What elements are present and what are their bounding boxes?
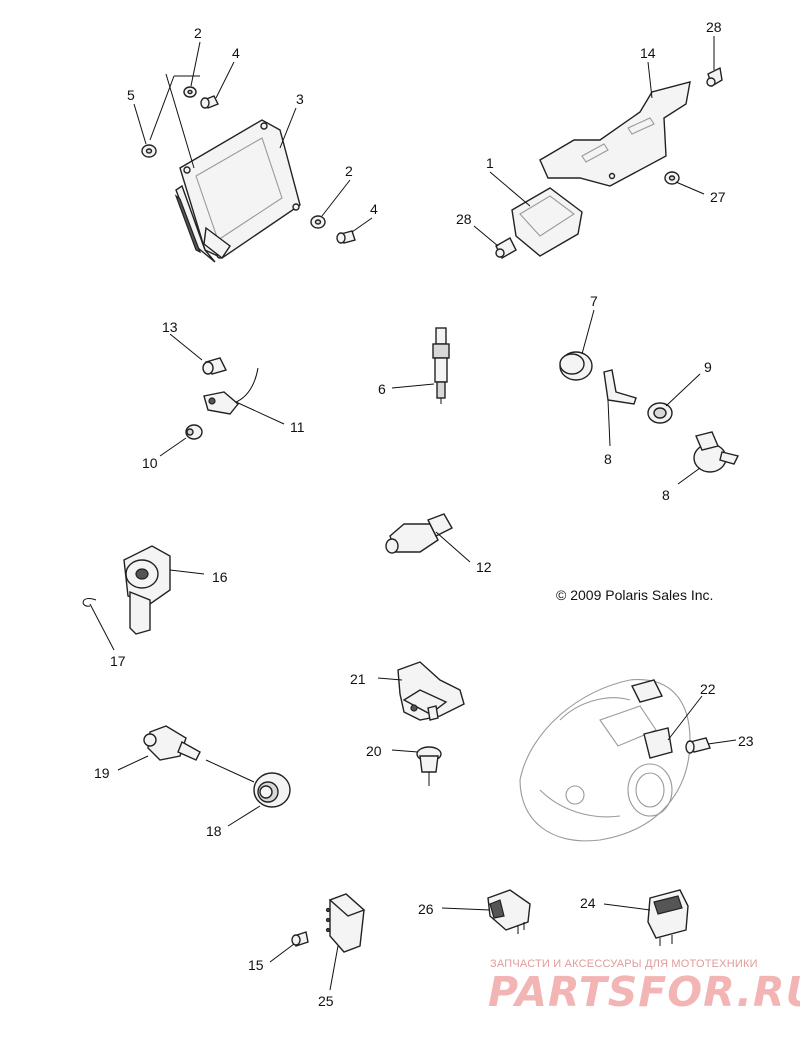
callout-20: 20 bbox=[366, 743, 382, 759]
callout-17: 17 bbox=[110, 653, 126, 669]
callout-4-right: 4 bbox=[370, 201, 378, 217]
screw-23 bbox=[685, 737, 711, 754]
cap-7 bbox=[559, 351, 593, 381]
switch-24 bbox=[647, 889, 689, 946]
screw-4b bbox=[336, 230, 356, 244]
callout-12: 12 bbox=[476, 559, 492, 575]
screw-4a bbox=[200, 95, 219, 109]
ecu-module bbox=[174, 119, 301, 263]
bolt-13 bbox=[202, 357, 228, 375]
callout-9: 9 bbox=[704, 359, 712, 375]
nut-27 bbox=[664, 171, 680, 185]
washer-5 bbox=[141, 144, 157, 158]
switch-26 bbox=[487, 889, 531, 934]
washer-2b bbox=[310, 215, 326, 229]
callout-15: 15 bbox=[248, 957, 264, 973]
clip-8a bbox=[603, 369, 637, 405]
clip-17 bbox=[82, 598, 97, 607]
callout-16: 16 bbox=[212, 569, 228, 585]
callout-1: 1 bbox=[486, 155, 494, 171]
callout-8-middle: 8 bbox=[604, 451, 612, 467]
callout-25: 25 bbox=[318, 993, 334, 1009]
callout-13: 13 bbox=[162, 319, 178, 335]
seal-20 bbox=[416, 746, 442, 786]
spark-plug-6 bbox=[432, 327, 450, 404]
grommet-10 bbox=[185, 424, 203, 440]
callout-2-right: 2 bbox=[345, 163, 353, 179]
callout-3: 3 bbox=[296, 91, 304, 107]
callout-22: 22 bbox=[700, 681, 716, 697]
grommet-18 bbox=[253, 772, 291, 808]
callout-27: 27 bbox=[710, 189, 726, 205]
callout-5: 5 bbox=[127, 87, 135, 103]
callout-26: 26 bbox=[418, 901, 434, 917]
callout-28-left: 28 bbox=[456, 211, 472, 227]
callout-14: 14 bbox=[640, 45, 656, 61]
copyright-notice: © 2009 Polaris Sales Inc. bbox=[556, 587, 714, 603]
callout-24: 24 bbox=[580, 895, 596, 911]
mounting-bracket bbox=[539, 81, 691, 187]
sensor-11 bbox=[203, 367, 259, 415]
leader-lines bbox=[89, 36, 737, 991]
callout-21: 21 bbox=[350, 671, 366, 687]
callout-19: 19 bbox=[94, 765, 110, 781]
callout-11: 11 bbox=[290, 419, 305, 435]
callout-6: 6 bbox=[378, 381, 386, 397]
screw-15 bbox=[291, 931, 309, 947]
callout-18: 18 bbox=[206, 823, 222, 839]
throttle-body-22 bbox=[519, 679, 691, 842]
callout-10: 10 bbox=[142, 455, 158, 471]
watermark-tagline: ЗАПЧАСТИ И АКСЕССУАРЫ ДЛЯ МОТОТЕХНИКИ bbox=[490, 958, 758, 970]
callout-23: 23 bbox=[738, 733, 754, 749]
washer-2a bbox=[183, 86, 197, 98]
sensor-8b bbox=[693, 431, 740, 473]
map-sensor-21 bbox=[397, 661, 465, 721]
callout-28-top: 28 bbox=[706, 19, 722, 35]
callout-4-top: 4 bbox=[232, 45, 240, 61]
callout-labels: 2 4 5 3 2 4 1 14 28 27 28 13 11 10 6 7 8… bbox=[94, 19, 754, 1009]
sensor-cover bbox=[511, 187, 583, 257]
screw-28b bbox=[495, 237, 517, 259]
ring-9 bbox=[647, 402, 673, 424]
bulb-socket-19 bbox=[143, 725, 201, 761]
watermark-logo: PARTSFOR.RU bbox=[488, 968, 800, 1016]
callout-8-right: 8 bbox=[662, 487, 670, 503]
callout-7: 7 bbox=[590, 293, 598, 309]
sensor-12 bbox=[385, 513, 453, 554]
relay-25 bbox=[325, 893, 366, 953]
screw-28a bbox=[706, 66, 723, 88]
knock-sensor-16 bbox=[123, 545, 171, 635]
callout-2-top: 2 bbox=[194, 25, 202, 41]
